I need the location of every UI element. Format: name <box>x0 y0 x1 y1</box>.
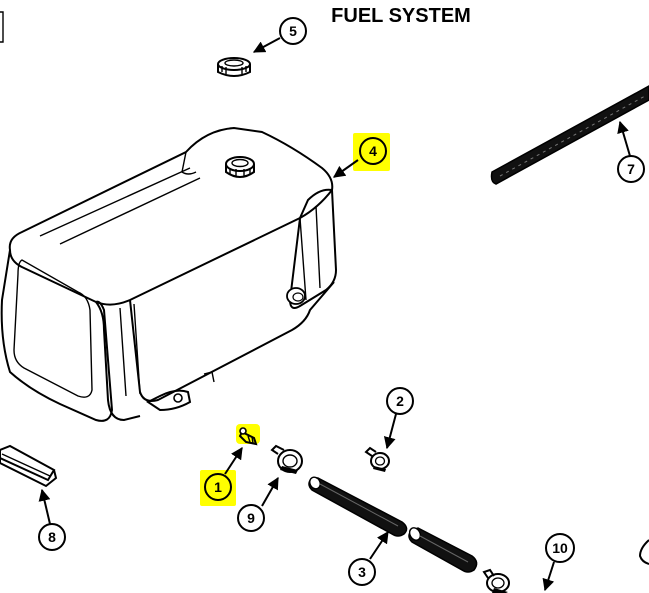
callout-1-label: 1 <box>214 479 222 495</box>
callout-3: 3 <box>348 531 389 586</box>
part-hose <box>308 476 478 573</box>
callout-4: 4 <box>333 133 390 178</box>
part-fuel-tank <box>0 126 338 422</box>
part-strip <box>490 85 649 185</box>
page-title: FUEL SYSTEM <box>331 5 471 27</box>
part-filler-cap <box>217 57 251 77</box>
callout-2: 2 <box>383 387 414 450</box>
callout-8: 8 <box>38 488 66 551</box>
part-hose-clamp-10 <box>482 568 510 593</box>
callout-7: 7 <box>617 120 645 183</box>
callout-10-label: 10 <box>552 540 568 556</box>
callout-9: 9 <box>237 476 279 532</box>
callout-8-label: 8 <box>48 529 56 545</box>
callout-5: 5 <box>252 17 307 53</box>
part-drain-fitting <box>236 424 260 446</box>
callout-10: 10 <box>542 533 575 592</box>
partial-part-right-edge <box>638 539 649 565</box>
callout-2-label: 2 <box>396 393 404 409</box>
callout-1: 1 <box>200 446 243 506</box>
callout-3-label: 3 <box>358 564 366 580</box>
part-pad <box>0 444 58 488</box>
part-hose-clamp-9 <box>270 444 303 474</box>
edge-mark <box>0 11 4 43</box>
callout-4-label: 4 <box>369 143 377 159</box>
callout-7-label: 7 <box>627 161 635 177</box>
callout-5-label: 5 <box>289 23 297 39</box>
part-small-clamp <box>364 446 390 472</box>
callout-9-label: 9 <box>247 510 255 526</box>
